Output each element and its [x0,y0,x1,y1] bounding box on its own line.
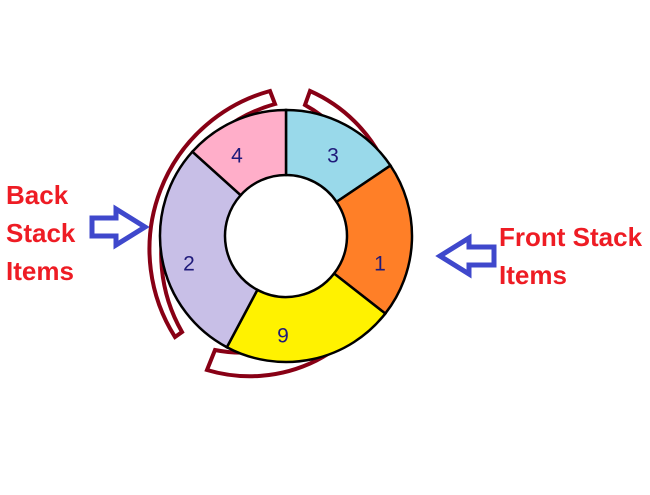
segment-9 [225,271,388,364]
segment-2-label: 2 [183,253,195,276]
segment-4 [190,108,288,197]
ring [158,108,414,364]
back-arrow-icon [89,204,150,250]
segment-9-label: 9 [277,325,289,348]
back-label-line-2: Stack [6,218,76,248]
back-label-line-1: Back [6,180,69,210]
back-stack-items-label: Back Stack Items [6,176,75,290]
segment-3-label: 3 [327,145,339,168]
front-stack-items-label: Front Stack Items [499,218,642,294]
front-label-line-2: Items [499,260,567,290]
segment-1 [332,163,414,316]
back-label-line-3: Items [6,256,74,286]
segment-1-label: 1 [374,253,386,276]
front-arrow-icon [435,233,497,279]
front-label-line-1: Front Stack [499,222,643,252]
segment-4-label: 4 [231,145,243,168]
segment-2 [158,149,260,349]
